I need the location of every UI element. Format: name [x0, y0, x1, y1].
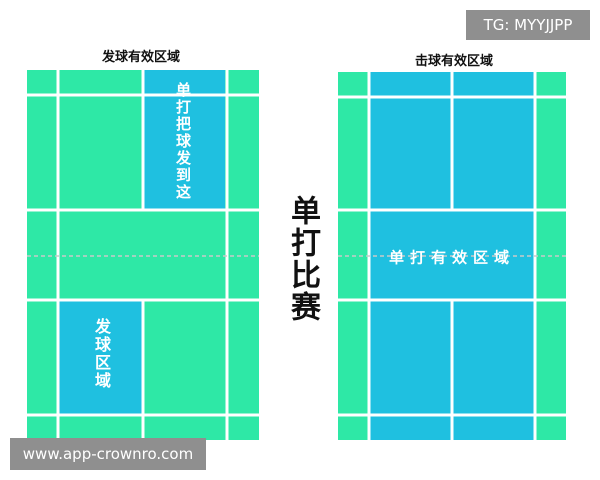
- right-court: [338, 72, 566, 440]
- left-court: [27, 70, 259, 440]
- watermark-bottom: www.app-crownro.com: [10, 438, 206, 470]
- serve-target-zone: [143, 70, 225, 210]
- left-court-heading: 发球有效区域: [101, 50, 181, 65]
- right-court-heading: 击球有效区域: [414, 54, 494, 69]
- center-title: 单打比赛: [285, 195, 320, 323]
- serving-zone-label: 发球区域: [92, 318, 111, 390]
- watermark-top: TG: MYYJJPP: [466, 10, 590, 40]
- serving-zone: [58, 300, 143, 415]
- serve-target-label: 单打把球发到这: [174, 82, 192, 201]
- singles-valid-zone-label: 单打有效区域: [388, 248, 516, 267]
